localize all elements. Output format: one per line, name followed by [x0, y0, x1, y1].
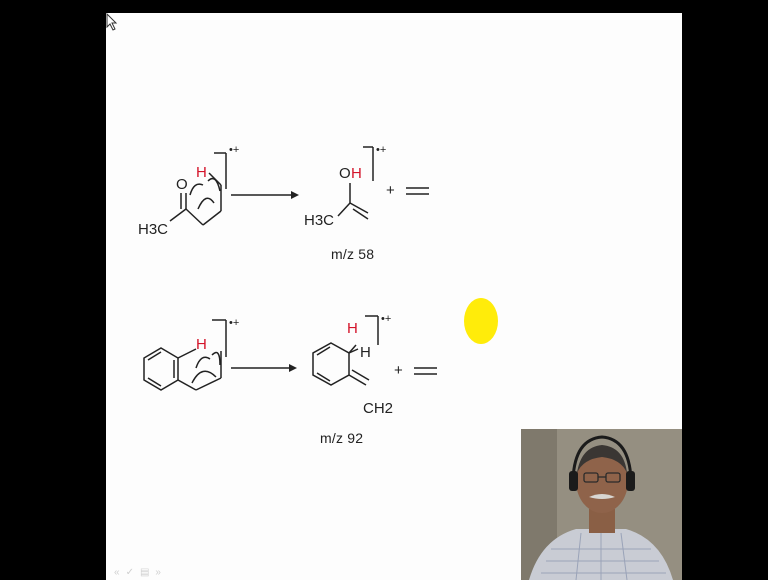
reactant-1-structure: [169, 152, 227, 226]
reaction-1-plus: +: [386, 182, 395, 199]
arrow-left-icon[interactable]: «: [114, 567, 120, 578]
reactant-2-h-label: H: [196, 336, 207, 353]
product-2-red-h-label: H: [347, 320, 358, 337]
reactant-1-charge: •+: [229, 144, 239, 156]
reactant-2-charge: •+: [229, 317, 239, 329]
product-1-h-label: H: [351, 165, 362, 182]
mouse-pointer-icon: [106, 13, 118, 31]
mz-92-label: m/z 92: [320, 430, 364, 446]
reactant-1-h-label: H: [196, 164, 207, 181]
cursor-highlight: [464, 298, 498, 344]
slide-navigation[interactable]: « ✓ ▤ »: [114, 567, 161, 578]
arrow-right-icon[interactable]: »: [155, 567, 161, 578]
reactant-1-o-label: O: [176, 176, 188, 193]
presentation-slide: H O H3C •+ O H H3C •+ + H •+ H H •+ CH2 …: [106, 13, 682, 580]
slide-drawing: H O H3C •+ O H H3C •+ + H •+ H H •+ CH2 …: [138, 144, 437, 417]
product-2-charge: •+: [381, 313, 391, 325]
product-2-h-label: H: [360, 344, 371, 361]
product-1-charge: •+: [376, 144, 386, 156]
mz-58-label: m/z 58: [331, 246, 375, 262]
reactant-1-h3c-label: H3C: [138, 221, 168, 238]
presenter-video: [521, 429, 682, 580]
product-2-ch2-label: CH2: [363, 400, 393, 417]
product-1-h3c-label: H3C: [304, 212, 334, 229]
product-2-structure: [312, 315, 379, 386]
product-1-o-label: O: [339, 165, 351, 182]
pencil-icon[interactable]: ✓: [125, 567, 134, 578]
presenter-video-icon: [521, 429, 682, 580]
product-1-structure: [337, 146, 374, 220]
slides-icon[interactable]: ▤: [139, 567, 150, 578]
reactant-2-structure: [143, 319, 227, 391]
reaction-2-plus: +: [394, 362, 403, 379]
